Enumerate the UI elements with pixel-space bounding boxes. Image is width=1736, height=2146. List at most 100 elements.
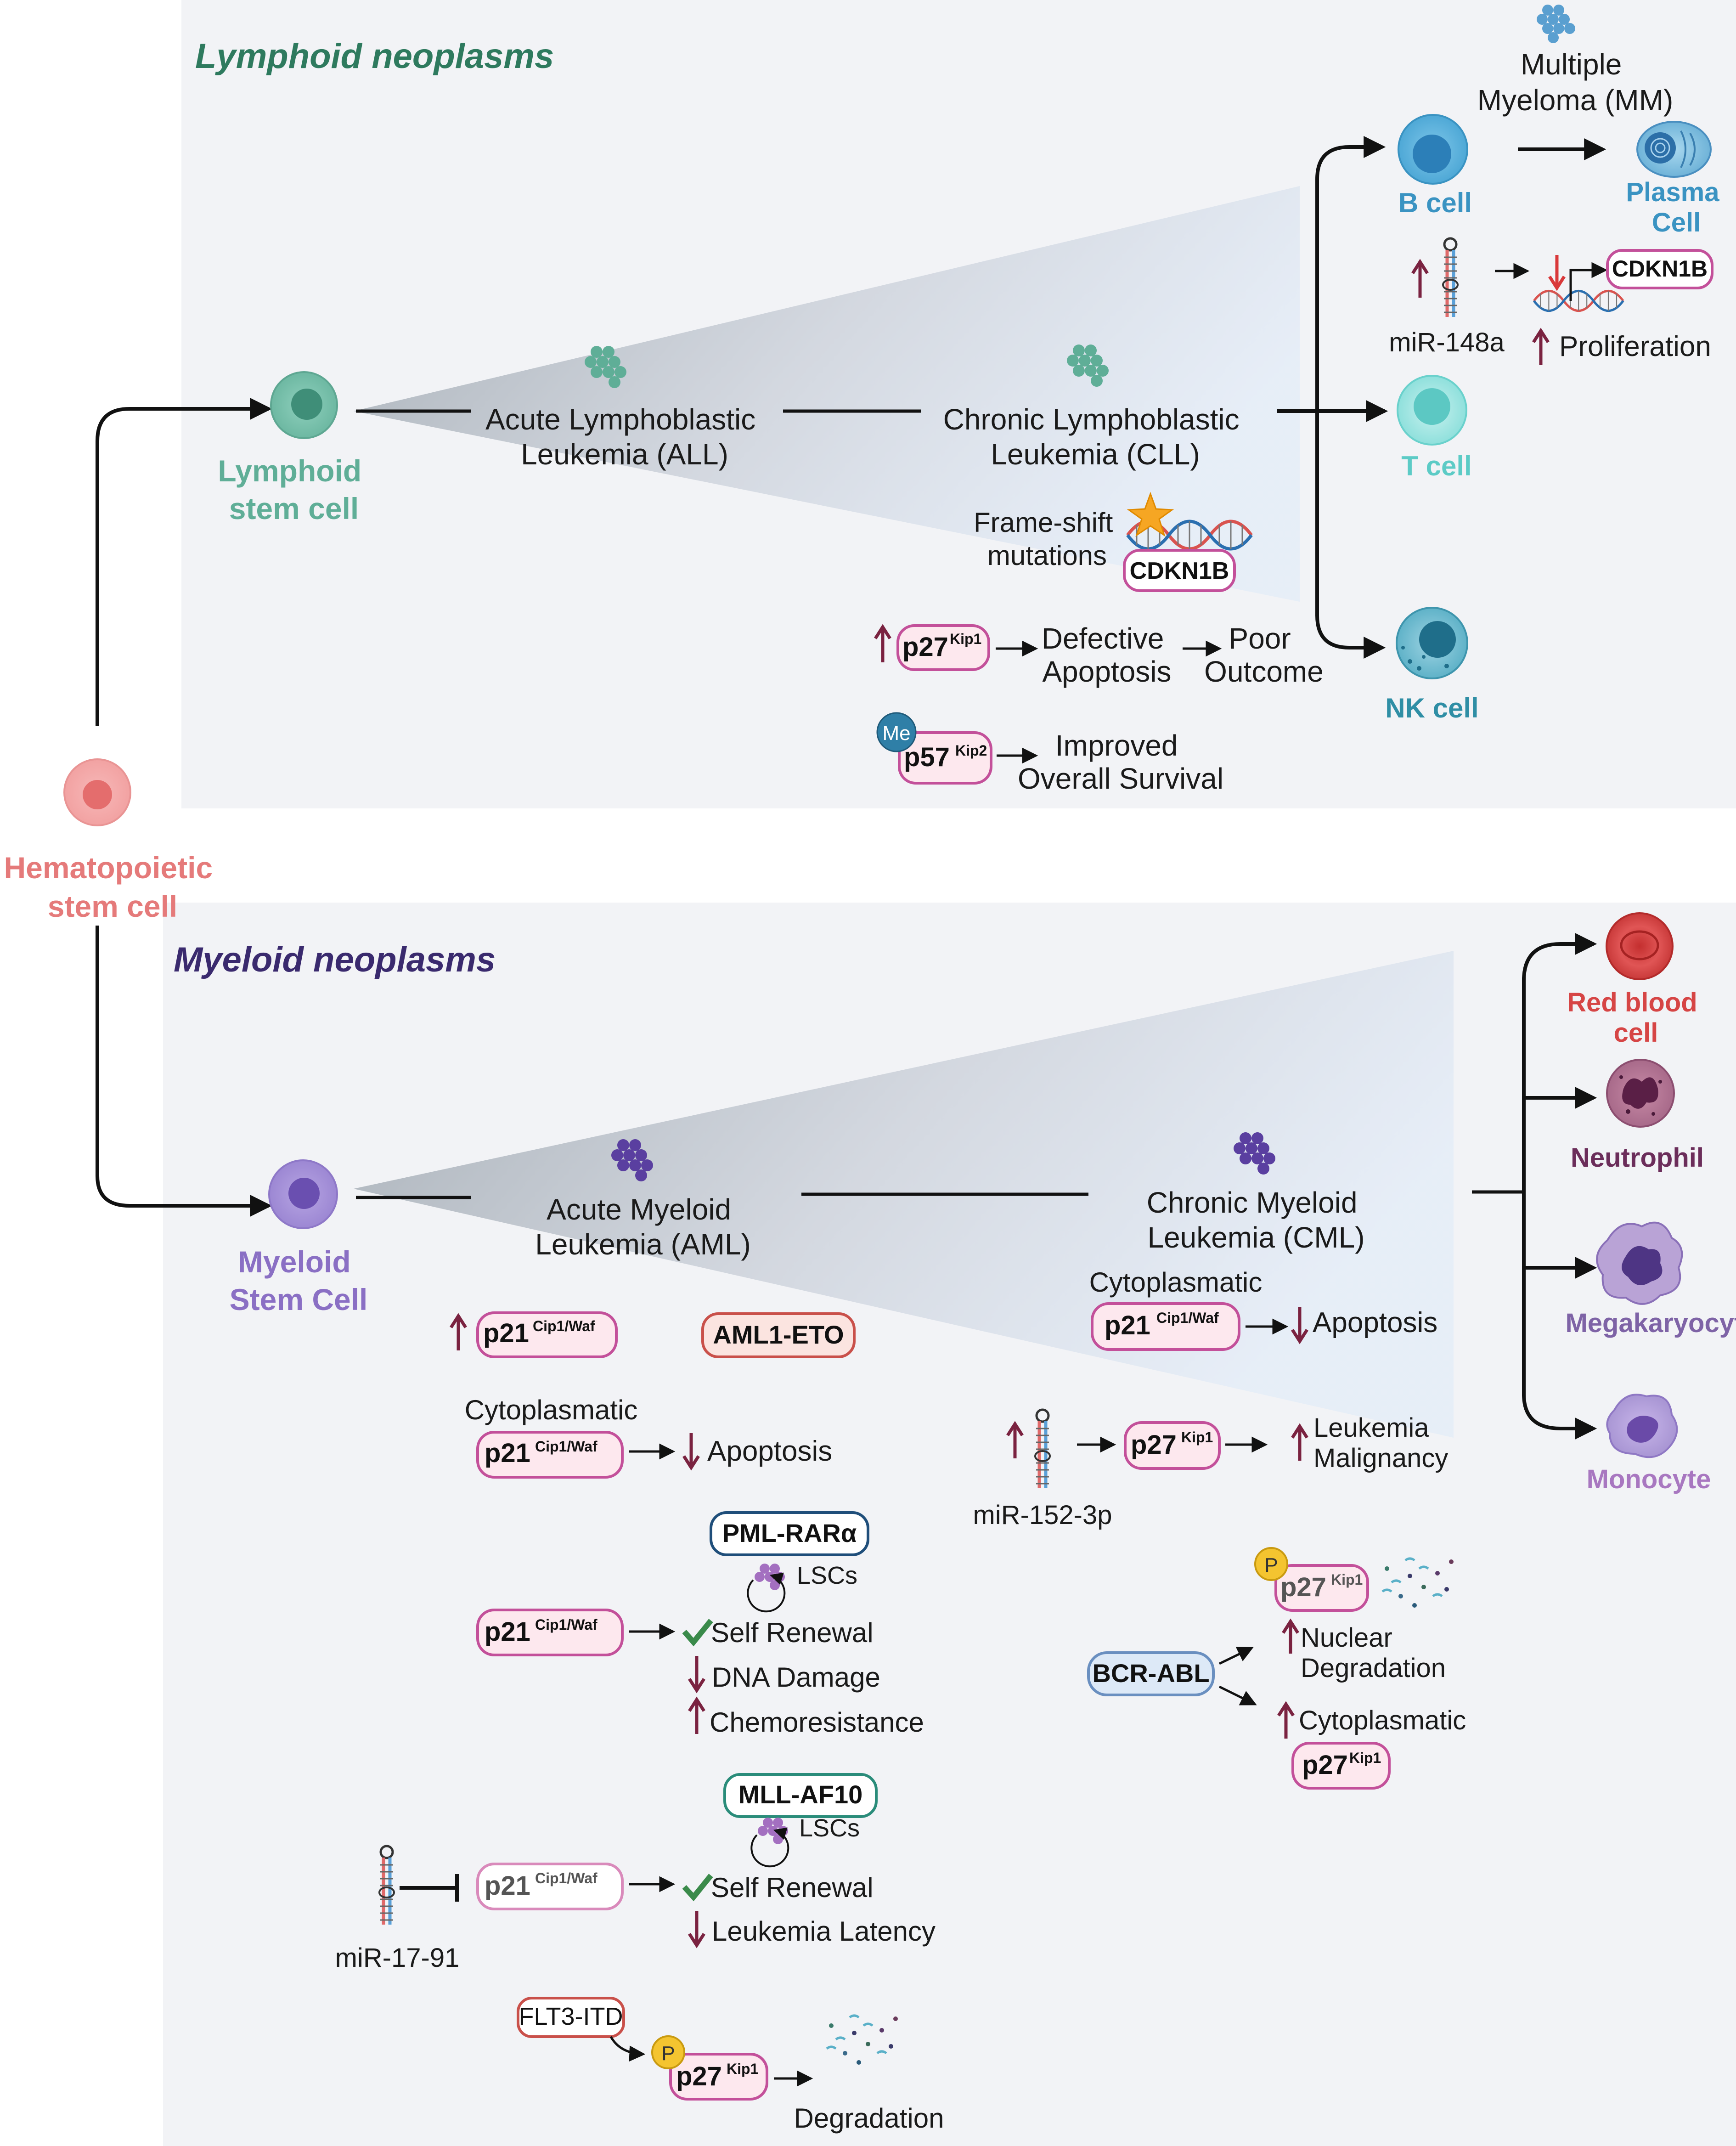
p27-flt3-sup: Kip1 (727, 2061, 758, 2077)
hsc-label: Hematopoietic stem cell (4, 851, 221, 923)
mm-label: Multiple Myeloma (MM) (1477, 48, 1674, 117)
malignancy-line2: Malignancy (1313, 1443, 1448, 1473)
up-arrow-nuclear (1282, 1618, 1299, 1654)
pml-rara-box (710, 1511, 869, 1556)
megakaryocyte-label: Megakaryocyte (1565, 1308, 1736, 1338)
lymphoid-branch-to-b-cell (1315, 136, 1386, 616)
phospho-badge-text-1: P (661, 2042, 675, 2065)
myeloid-stem-line1: Myeloid (238, 1245, 351, 1279)
improved-survival-label: Improved Overall Survival (1018, 729, 1223, 795)
bcr-abl-box (1087, 1651, 1215, 1696)
lymphoid-branch-to-nk-cell (1315, 615, 1386, 659)
lymphoid-stem-cell-icon (270, 371, 338, 439)
myeloid-branch-to-monocyte (1522, 1394, 1597, 1440)
aml1eto-box (701, 1312, 856, 1358)
leukemia-latency-label: Leukemia Latency (712, 1916, 936, 1947)
defective-line1: Defective (1042, 622, 1164, 655)
myeloid-stem-cell-icon (268, 1159, 338, 1229)
down-arrow-cdkn1b-b (1548, 255, 1566, 291)
up-arrow-mir148a (1411, 259, 1429, 298)
poor-line1: Poor (1229, 622, 1291, 655)
p57-box (898, 731, 992, 785)
mir1791-inhibition (400, 1874, 459, 1902)
cml-line1: Chronic Myeloid (1147, 1186, 1358, 1219)
lymphoid-progression-cone (354, 186, 1300, 602)
down-arrow-latency (688, 1911, 705, 1948)
cml-line2: Leukemia (CML) (1147, 1221, 1364, 1254)
plasma-cell-label: Plasma Cell (1626, 177, 1726, 237)
defective-line2: Apoptosis (1042, 655, 1171, 688)
aml-label: Acute Myeloid Leukemia (AML) (535, 1193, 751, 1261)
lscs-label-1: LSCs (797, 1562, 857, 1589)
mm-line1: Multiple (1521, 48, 1622, 81)
rbc-line2: cell (1614, 1018, 1658, 1048)
rbc-label: Red blood cell (1567, 988, 1705, 1048)
lymphoid-stem-label: Lymphoid stem cell (218, 454, 370, 525)
plasma-line1: Plasma (1626, 177, 1719, 207)
p21-box-4 (476, 1863, 624, 1910)
bcr-abl-text: BCR-ABL (1092, 1659, 1209, 1688)
p27-cml-sup: Kip1 (1181, 1429, 1213, 1446)
malignancy-label: Leukemia Malignancy (1313, 1413, 1448, 1473)
hsc-to-myeloid-arrow (96, 926, 272, 1217)
promoter-arrow (1569, 262, 1608, 301)
p21-4-sup: Cip1/Waf (535, 1870, 597, 1886)
flt3-itd-text: FLT3-ITD (519, 2003, 623, 2030)
phospho-badge-icon-1 (651, 2035, 685, 2069)
down-arrow-apoptosis-aml (682, 1433, 700, 1471)
rbc-line1: Red blood (1567, 988, 1697, 1017)
up-arrow-mir152 (1006, 1421, 1024, 1458)
hematopoietic-stem-cell-icon (63, 758, 131, 826)
flt3-itd-box (517, 1997, 625, 2038)
checkmark-icon-2 (682, 1874, 713, 1902)
cdkn1b-box-lym (1123, 549, 1236, 592)
p27-cyto-main: p27 (1302, 1750, 1348, 1780)
degradation-label-flt3: Degradation (794, 2103, 944, 2134)
down-arrow-dna-damage (688, 1656, 705, 1694)
p21-cml-main: p21 (1105, 1310, 1150, 1340)
p27-box-flt3 (669, 2053, 768, 2101)
up-arrow-chemoresistance (688, 1696, 705, 1734)
up-arrow-cyto-p27 (1277, 1701, 1295, 1739)
lscs-label-2: LSCs (799, 1814, 860, 1842)
nuclear-degradation-label: Nuclear Degradation (1301, 1623, 1446, 1683)
p21-1-main: p21 (483, 1318, 529, 1348)
mir148a-label: miR-148a (1389, 328, 1505, 357)
hsc-label-line2: stem cell (48, 889, 178, 923)
aml1eto-text: AML1-ETO (713, 1320, 844, 1349)
p21-3-sup: Cip1/Waf (535, 1616, 597, 1633)
p27-box-cyto (1291, 1742, 1391, 1790)
cdkn1b-box-b (1606, 249, 1713, 289)
mll-af10-box (723, 1773, 878, 1818)
aml-line1: Acute Myeloid (547, 1193, 731, 1226)
monocyte-icon (1606, 1394, 1678, 1458)
p21-2-main: p21 (485, 1438, 530, 1468)
cdkn1b-lym-text: CDKN1B (1130, 558, 1229, 584)
cml-label: Chronic Myeloid Leukemia (CML) (1147, 1186, 1366, 1254)
cll-label: Chronic Lymphoblastic Leukemia (CLL) (943, 403, 1248, 471)
p21-box-cml (1091, 1302, 1240, 1351)
hsc-label-line1: Hematopoietic (4, 851, 213, 885)
plasma-line2: Cell (1652, 208, 1701, 237)
p21-4-main: p21 (485, 1871, 530, 1901)
p27-cyto-sup: Kip1 (1349, 1750, 1381, 1766)
frameshift-line1: Frame-shift (974, 507, 1113, 538)
methyl-badge-text: Me (882, 722, 910, 745)
poor-outcome-label: Poor Outcome (1204, 622, 1324, 688)
p57-main: p57 (904, 742, 950, 772)
up-arrow-p27-lym (874, 624, 891, 662)
all-label: Acute Lymphoblastic Leukemia (ALL) (485, 403, 764, 471)
p27-box-lym (896, 624, 990, 671)
p27-box-cml (1124, 1421, 1221, 1470)
red-blood-cell-icon (1606, 912, 1674, 980)
phospho-badge-text-2: P (1264, 1554, 1278, 1576)
improved-line2: Overall Survival (1018, 762, 1223, 795)
p21-box-3 (476, 1609, 624, 1656)
mm-cluster-icon (1537, 5, 1575, 43)
apoptosis-label-cml: Apoptosis (1313, 1307, 1437, 1338)
mir1791-label: miR-17-91 (335, 1943, 460, 1973)
neutrophil-label: Neutrophil (1571, 1143, 1704, 1173)
phospho-badge-icon-2 (1254, 1547, 1288, 1581)
frameshift-line2: mutations (987, 540, 1107, 571)
self-renewal-loop-icon-2 (750, 1827, 789, 1868)
